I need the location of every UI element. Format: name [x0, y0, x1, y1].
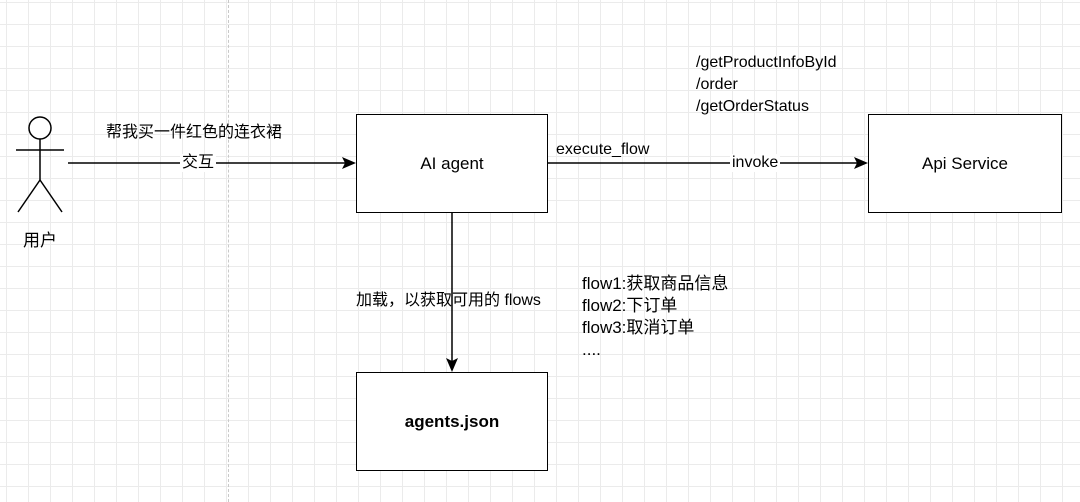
arrow-agent-to-json [446, 213, 458, 372]
flow-item: flow1:获取商品信息 [582, 274, 729, 293]
flow-list: flow1:获取商品信息 flow2:下订单 flow3:取消订单 .... [582, 273, 728, 361]
user-request-label: 帮我买一件红色的连衣裙 [106, 124, 283, 141]
flow-item: flow3:取消订单 [582, 318, 695, 337]
user-actor-label: 用户 [23, 231, 57, 250]
agents-json-node-label: agents.json [404, 411, 500, 431]
agents-json-node: agents.json [356, 372, 548, 471]
api-endpoint: /order [696, 76, 738, 93]
api-endpoint: /getOrderStatus [696, 98, 809, 115]
invoke-label: invoke [730, 154, 781, 173]
load-flows-label: 加载，以获取可用的 flows [356, 292, 541, 309]
api-service-node: Api Service [868, 114, 1062, 213]
arrow-agent-to-api [548, 157, 868, 169]
flow-item: .... [582, 340, 601, 359]
interaction-label: 交互 [180, 154, 217, 173]
ai-agent-node-label: AI agent [420, 153, 484, 173]
ai-agent-node: AI agent [356, 114, 548, 213]
execute-flow-label: execute_flow [556, 141, 650, 158]
api-endpoint: /getProductInfoById [696, 54, 837, 71]
flow-item: flow2:下订单 [582, 296, 678, 315]
api-endpoint-list: /getProductInfoById /order /getOrderStat… [696, 52, 837, 118]
dashed-guide-line [228, 0, 229, 502]
user-actor-icon [16, 116, 64, 213]
api-service-node-label: Api Service [922, 153, 1008, 173]
